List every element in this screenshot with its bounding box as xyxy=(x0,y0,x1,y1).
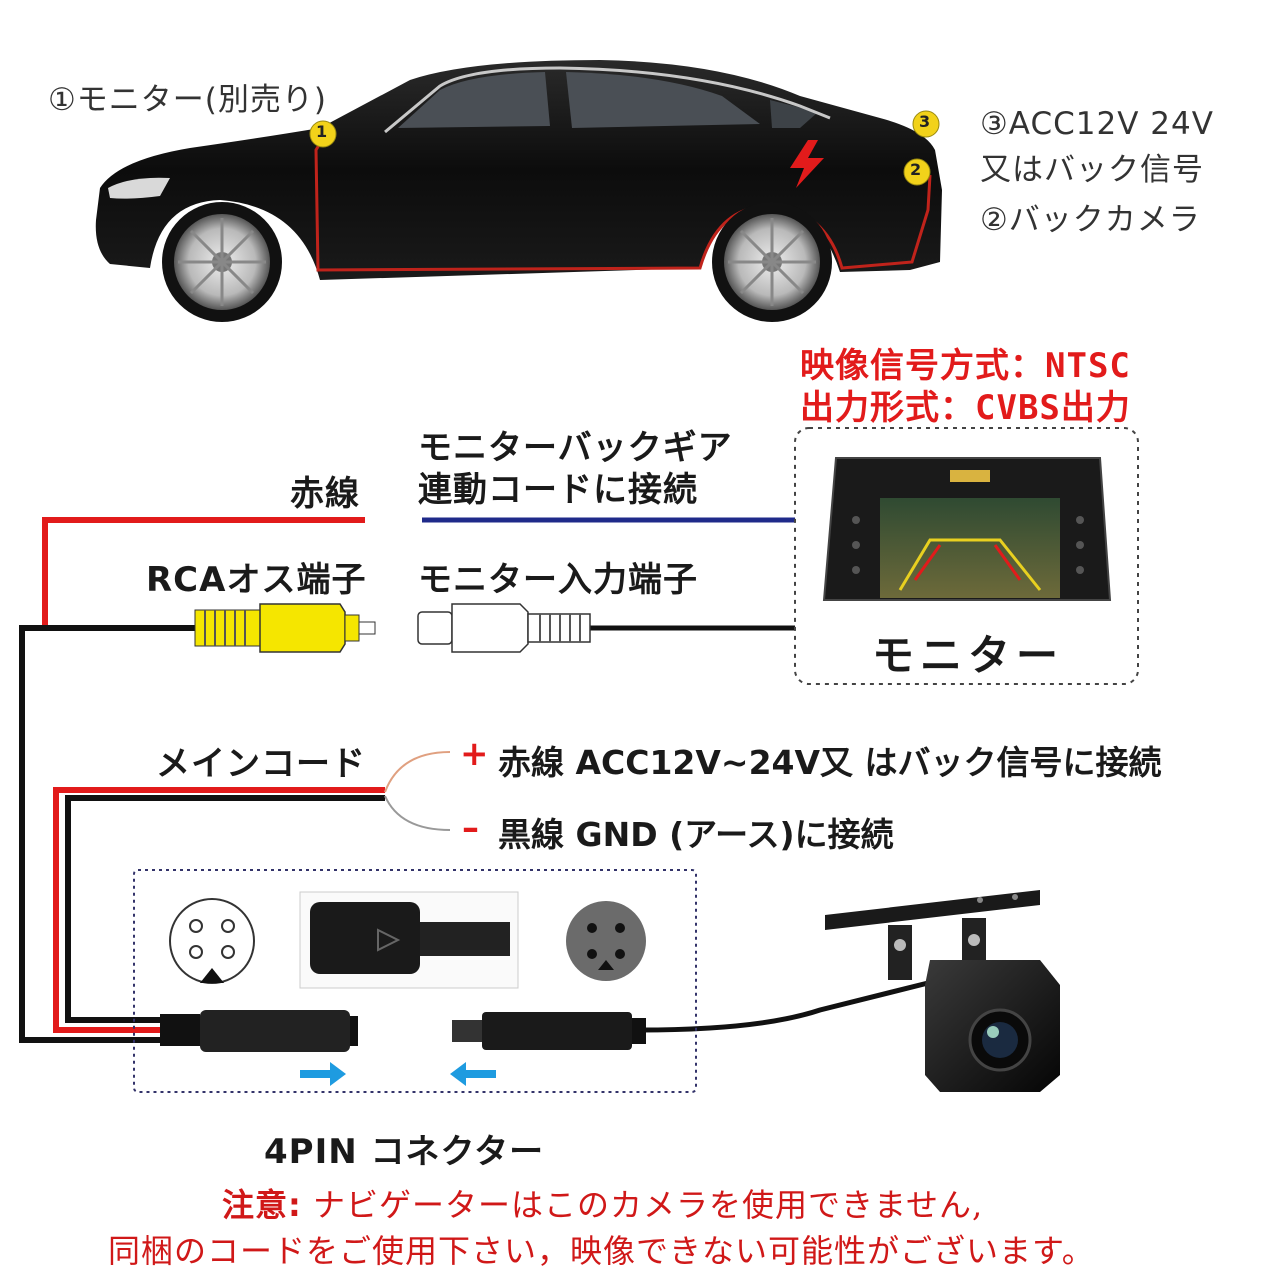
main-cord-label: メインコード xyxy=(156,744,366,784)
car-headlight xyxy=(108,177,170,199)
split-wire-minus xyxy=(384,795,451,831)
rca-female-plug xyxy=(417,603,591,653)
reverse-signal-label: 又はバック信号 xyxy=(980,152,1204,188)
marker-2-label: 2 xyxy=(910,160,922,179)
notice-text-1: ナビゲーターはこのカメラを使用できません, xyxy=(301,1186,984,1224)
marker-1-label: 1 xyxy=(316,122,328,141)
connector-dashed-box xyxy=(133,869,697,1093)
marker-3-label: 3 xyxy=(919,112,931,131)
acc-voltage-label: ③ACC12V 24V xyxy=(980,106,1214,142)
connector-female-plug xyxy=(160,1010,358,1052)
notice-prefix: 注意: xyxy=(222,1186,302,1224)
car-wheel-rear xyxy=(712,202,832,322)
marker-2-circle xyxy=(903,158,931,186)
lightning-icon xyxy=(790,140,824,188)
split-wire-plus xyxy=(384,751,451,793)
red-wire-lower xyxy=(53,787,385,1033)
monitor-dashed-box xyxy=(794,427,1139,685)
reverse-gear-label-line2: 連動コードに接続 xyxy=(418,470,698,510)
notice-line-2: 同梱のコードをご使用下さい，映像できない可能性がございます。 xyxy=(108,1232,1095,1270)
video-signal-spec: 映像信号方式：NTSC xyxy=(800,346,1131,386)
female-pin-face xyxy=(169,898,255,984)
car-window-quarter xyxy=(770,100,818,128)
car-window-rear xyxy=(566,72,760,128)
monitor-sold-separately-label: ①モニター(別売り) xyxy=(48,82,327,118)
rca-male-label: RCAオス端子 xyxy=(146,560,367,600)
black-wire-gnd-description: 黒線 GND (アース)に接続 xyxy=(498,815,894,854)
connector-label: 4PIN コネクター xyxy=(264,1132,545,1172)
car-wheel-front xyxy=(162,202,282,322)
backup-camera-label: ②バックカメラ xyxy=(980,202,1201,238)
connector-male-plug xyxy=(452,1012,646,1050)
monitor-device xyxy=(822,457,1112,601)
plus-sign: + xyxy=(460,734,489,774)
car-window-front xyxy=(398,72,550,128)
reverse-gear-label-line1: モニターバックギア xyxy=(418,428,733,468)
car-illustration xyxy=(95,60,943,322)
camera-cable xyxy=(639,977,941,1033)
car-chrome-trim xyxy=(384,66,831,134)
monitor-label: モニター xyxy=(872,631,1065,680)
rca-male-plug xyxy=(194,603,376,653)
black-wire-lower xyxy=(65,795,385,1023)
male-pin-face xyxy=(566,901,646,981)
output-format-spec: 出力形式：CVBS出力 xyxy=(800,388,1131,428)
wires xyxy=(19,517,941,1043)
red-wire-acc-description: 赤線 ACC12V~24V又 はバック信号に接続 xyxy=(498,743,1162,782)
minus-sign: – xyxy=(462,808,479,848)
backup-camera xyxy=(825,890,1060,1092)
arrow-left-icon xyxy=(450,1062,496,1086)
connector-photo xyxy=(299,891,519,989)
red-wire-label: 赤線 xyxy=(290,474,360,514)
black-wire-main xyxy=(19,625,200,1043)
monitor-input-label: モニター入力端子 xyxy=(418,560,698,600)
marker-1-circle xyxy=(309,120,337,148)
notice-line-1: 注意: ナビゲーターはこのカメラを使用できません, xyxy=(222,1180,983,1226)
arrow-right-icon xyxy=(300,1062,346,1086)
marker-3-circle xyxy=(912,110,940,138)
